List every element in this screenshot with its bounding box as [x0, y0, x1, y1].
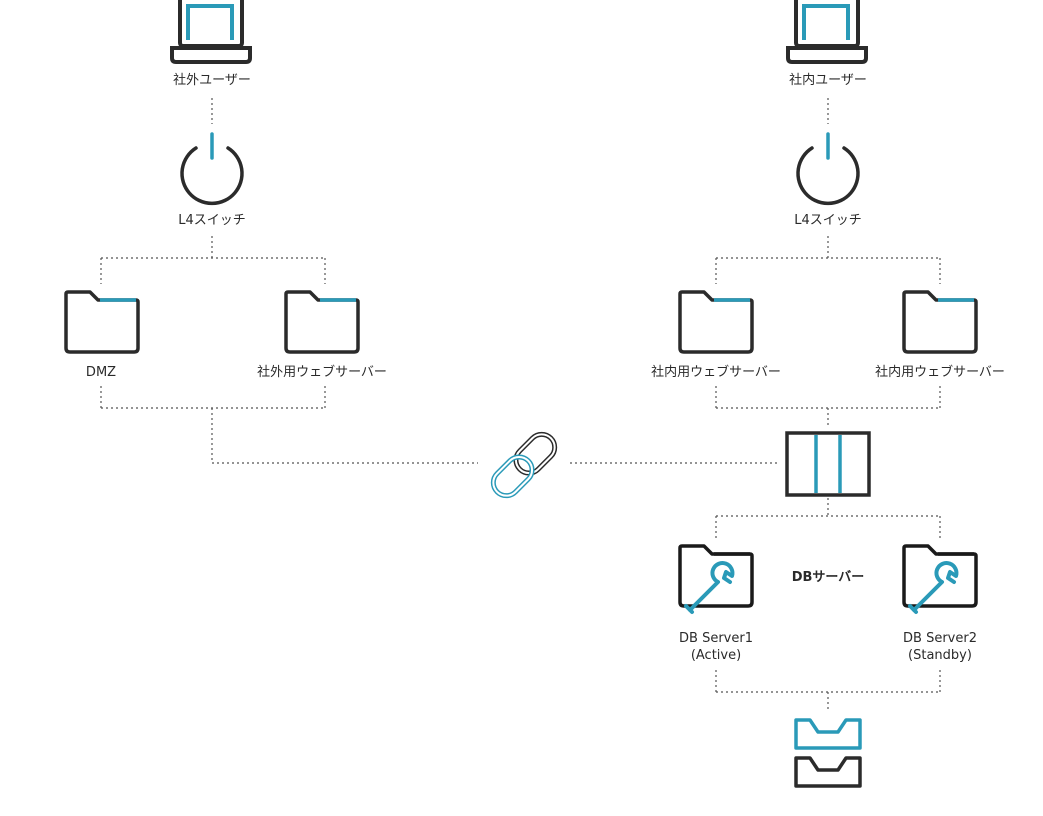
external-user-label: 社外ユーザー: [173, 73, 251, 88]
left-switch-label: L4スイッチ: [178, 213, 246, 228]
power-icon: [180, 132, 244, 206]
db-server-2-status: (Standby): [908, 648, 972, 663]
dmz-label: DMZ: [85, 365, 117, 380]
folder-icon: [678, 290, 754, 354]
internal-web-server-1-label: 社内用ウェブサーバー: [651, 365, 781, 380]
laptop-icon: [170, 0, 252, 64]
chain-link-icon: [490, 431, 558, 499]
internal-user-label: 社内ユーザー: [789, 73, 867, 88]
internal-web-server-2-label: 社内用ウェブサーバー: [875, 365, 1005, 380]
db-server-2-name: DB Server2: [903, 631, 977, 646]
power-icon: [796, 132, 860, 206]
folder-icon: [284, 290, 360, 354]
folder-icon: [902, 290, 978, 354]
db-group-label: DBサーバー: [791, 570, 865, 585]
connectors: [100, 98, 941, 712]
folder-icon: [64, 290, 140, 354]
db-server-1-name: DB Server1: [679, 631, 753, 646]
external-web-server-label: 社外用ウェブサーバー: [257, 365, 387, 380]
folder-wrench-icon: [902, 544, 978, 614]
right-switch-label: L4スイッチ: [794, 213, 862, 228]
db-server-1-status: (Active): [690, 648, 742, 663]
folder-wrench-icon: [678, 544, 754, 614]
laptop-icon: [786, 0, 868, 64]
firewall-panel-icon: [785, 431, 871, 497]
inbox-tray-icon: [794, 718, 862, 788]
